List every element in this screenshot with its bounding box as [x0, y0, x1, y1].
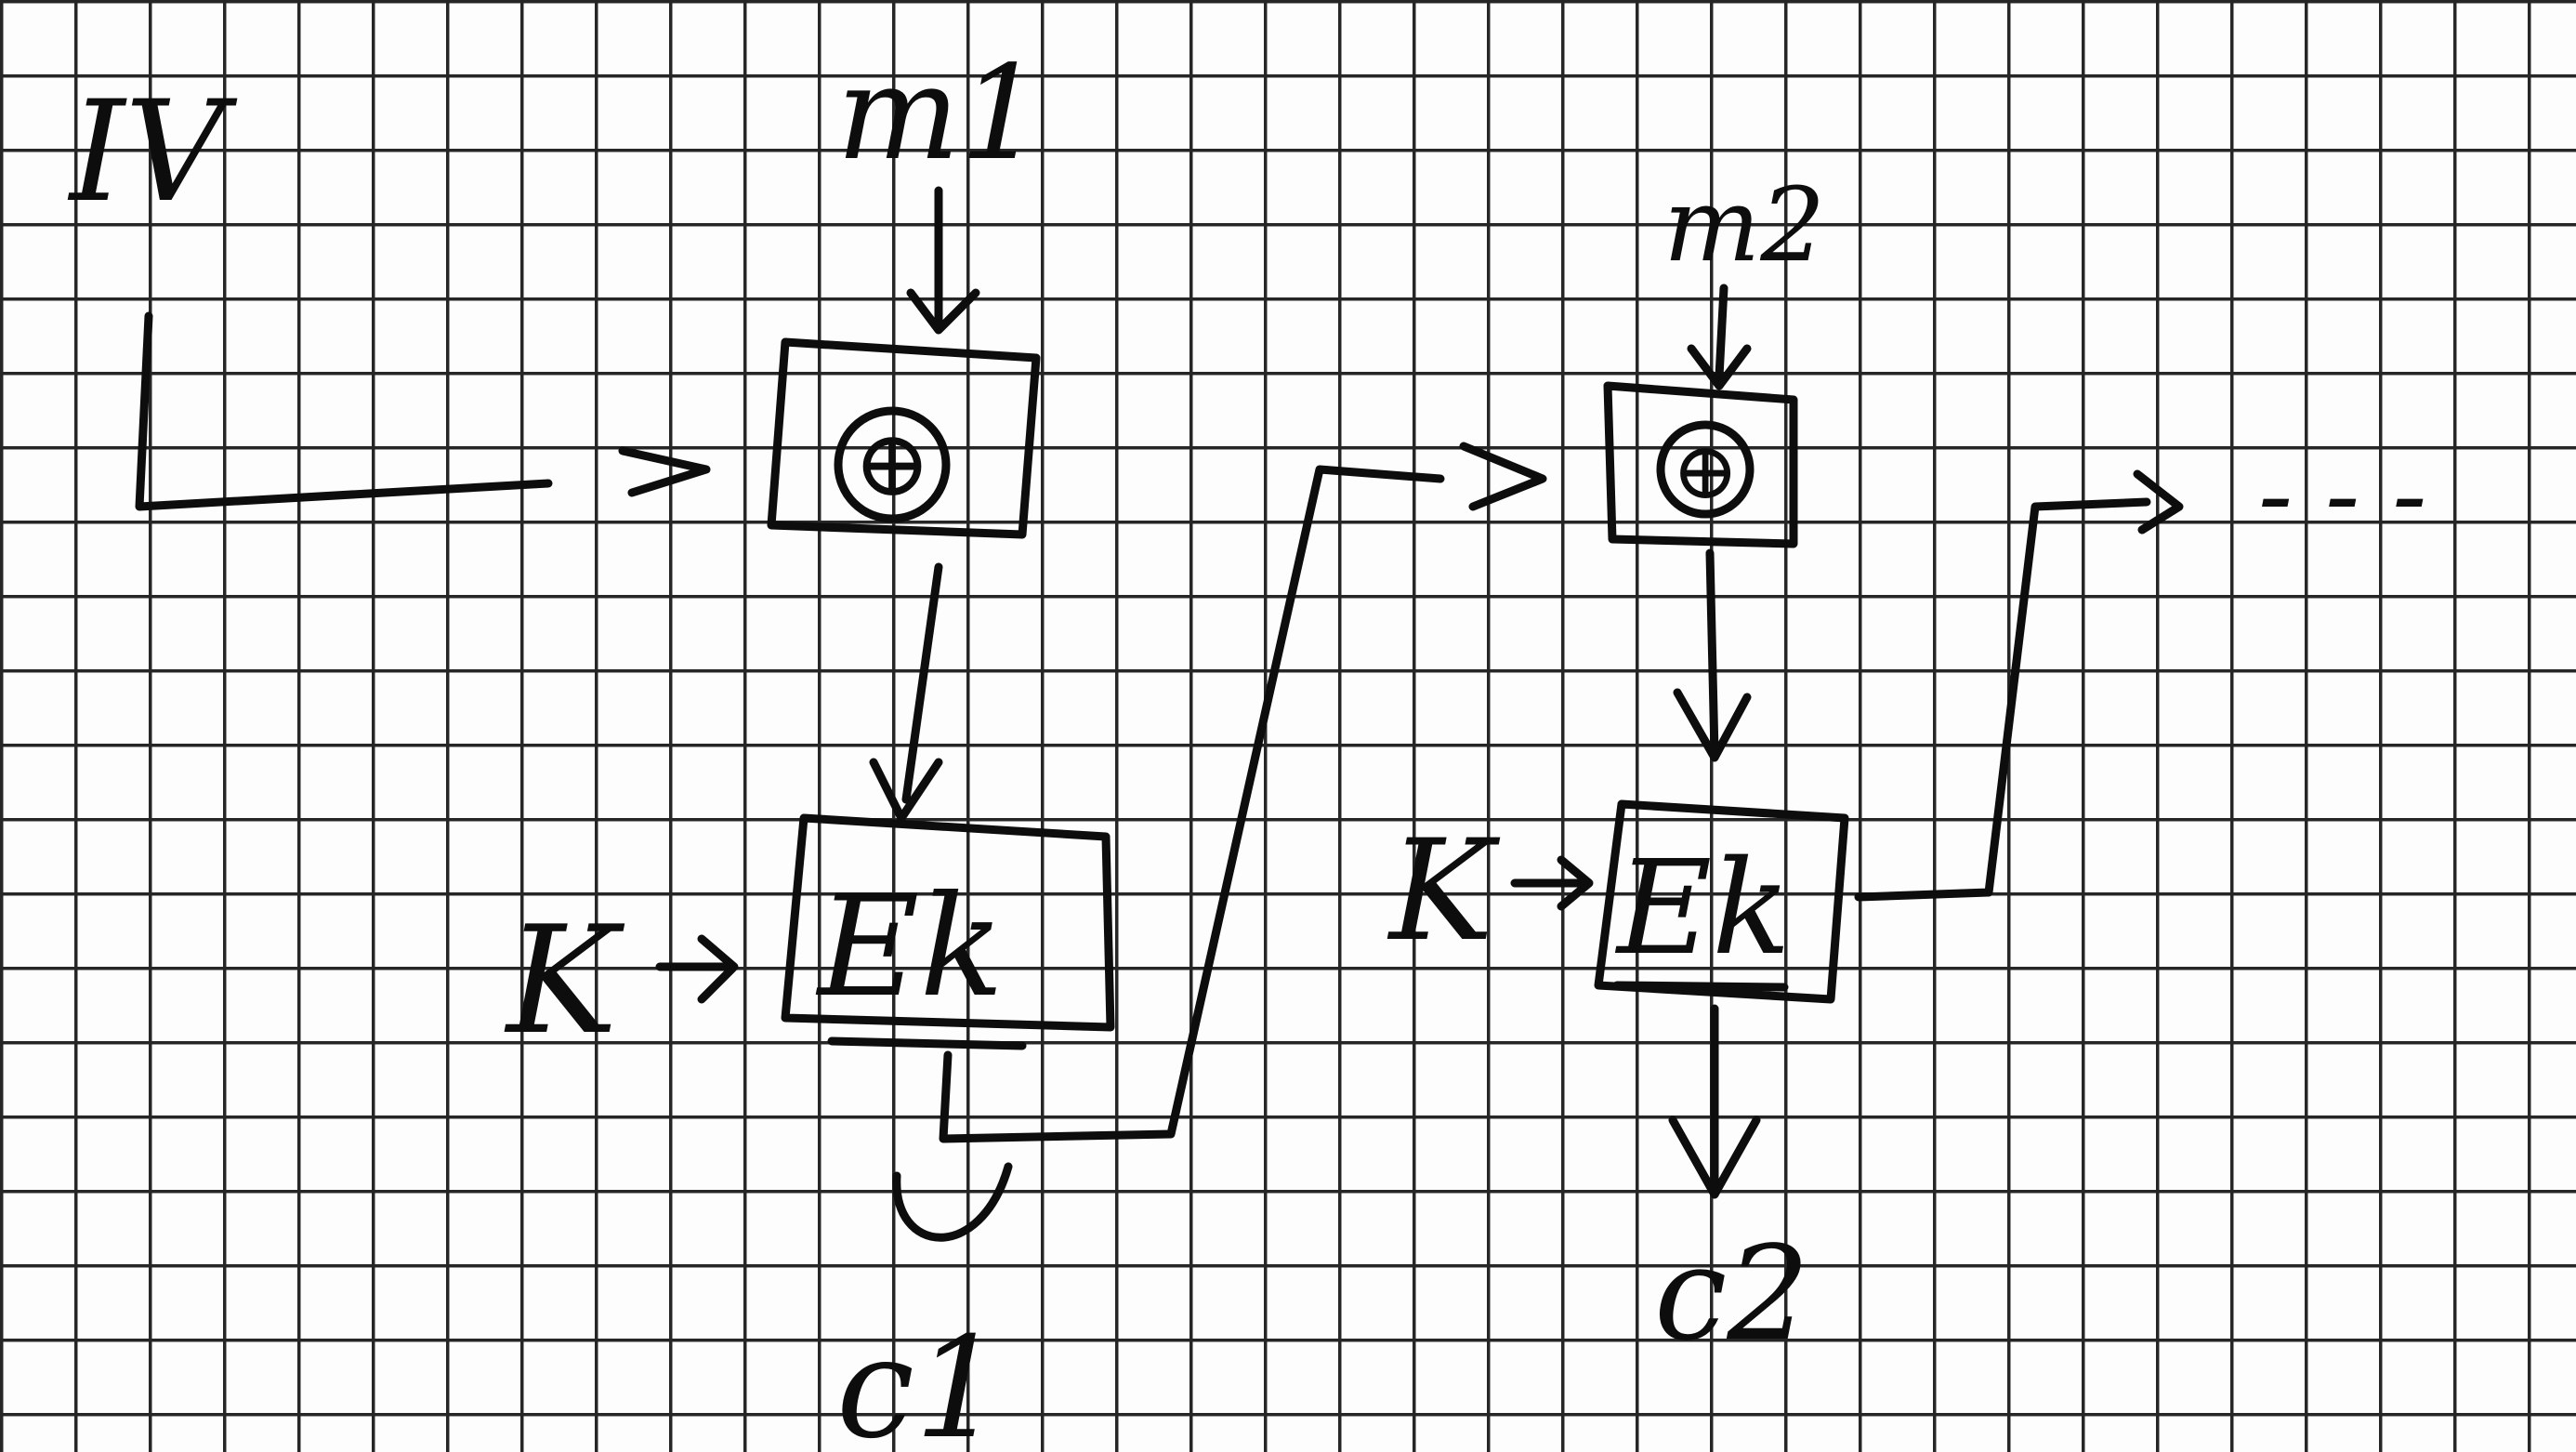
c1-label: c1	[836, 1308, 1003, 1452]
m1-label: m1	[836, 38, 1043, 190]
m2-arrow	[1687, 284, 1752, 390]
enc2-underline	[1612, 981, 1789, 992]
iv-line	[135, 311, 553, 511]
xor-symbol-2: ⊕	[1672, 425, 1739, 518]
xor-box-1	[767, 337, 1041, 539]
m1-arrow	[906, 186, 980, 335]
enc2-label: Ek	[1614, 833, 1791, 984]
xor1-to-enc1-arrow	[869, 562, 943, 823]
enc1-underline	[827, 1036, 1027, 1050]
key2-arrow	[1510, 855, 1594, 911]
enc-box-2	[1594, 799, 1849, 1004]
key-label-1: K	[504, 893, 625, 1067]
xor-circle-1	[834, 406, 951, 523]
chain-line-2	[1854, 497, 2151, 902]
c2-label: c2	[1654, 1219, 1809, 1370]
key-label-2: K	[1387, 811, 1501, 972]
iv-label: IV	[67, 72, 238, 233]
chain-arrowhead-2	[2133, 469, 2184, 535]
chain-arrowhead-1	[1459, 442, 1547, 511]
key1-arrow	[655, 934, 739, 1004]
xor-box-2	[1603, 381, 1798, 548]
xor-symbol-1: ⊕	[853, 409, 931, 518]
enc1-label: Ek	[815, 866, 1004, 1028]
iv-arrowhead	[618, 446, 711, 497]
chain-line-1	[939, 465, 1445, 1143]
continuation-dashes: - - -	[2258, 435, 2426, 554]
m2-label: m2	[1663, 165, 1825, 284]
c1-arrow	[892, 1162, 1013, 1242]
enc2-to-c2-arrow	[1668, 1004, 1761, 1199]
xor-circle-2	[1656, 420, 1755, 519]
xor2-to-enc2-arrow	[1673, 548, 1752, 762]
enc-box-1	[781, 813, 1115, 1032]
